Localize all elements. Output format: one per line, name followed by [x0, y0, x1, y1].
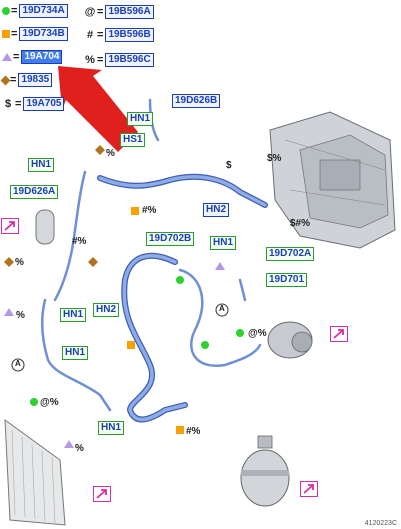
legend-equals: =: [11, 5, 18, 17]
annotation-symbol: $#%: [290, 218, 311, 229]
annotation-symbol: #%: [186, 426, 201, 437]
legend-equals: =: [11, 28, 18, 40]
legend-label[interactable]: 19835: [18, 73, 53, 87]
part-tag-hn1[interactable]: HN1: [60, 308, 87, 322]
circle-a-markers: [11, 303, 229, 372]
legend-label[interactable]: 19B596B: [105, 28, 154, 42]
figure-code: 4120223C: [364, 520, 397, 527]
hose-lines: [40, 98, 268, 423]
part-tag-19D701[interactable]: 19D701: [266, 273, 308, 287]
condenser: [4, 418, 66, 526]
legend-row-pct: % = 19B596C: [84, 53, 154, 67]
legend-equals: =: [97, 29, 104, 41]
part-tag-hs1[interactable]: HS1: [120, 133, 146, 147]
part-tag-hn1[interactable]: HN1: [62, 346, 89, 360]
legend-row-purple: = 19A704: [2, 50, 63, 64]
legend-label[interactable]: 19D734A: [19, 4, 68, 18]
circle-a-label: A: [15, 359, 21, 368]
legend-symbol: %: [85, 54, 95, 66]
part-tag-hn2[interactable]: HN2: [203, 203, 230, 217]
annotation-symbol: %: [75, 443, 84, 454]
part-tag-hn1[interactable]: HN1: [98, 421, 125, 435]
annotation-symbol: #%: [72, 236, 87, 247]
legend-label[interactable]: 19B596A: [105, 5, 154, 19]
purple-triangle-icon: [2, 53, 12, 61]
annotation-symbol: @%: [248, 328, 267, 339]
external-link-icon[interactable]: [93, 486, 111, 502]
annotation-symbol: $: [226, 160, 232, 171]
legend-row-dollar: $ = 19A705: [2, 97, 65, 111]
part-tag-19D626A[interactable]: 19D626A: [10, 185, 59, 199]
annotation-symbol: %: [16, 310, 25, 321]
legend-equals: =: [97, 6, 104, 18]
legend-symbol: @: [84, 6, 96, 18]
legend-row-at: @ = 19B596A: [84, 5, 154, 19]
legend-label[interactable]: 19D734B: [19, 27, 68, 41]
legend-equals: =: [13, 51, 20, 63]
legend-equals: =: [10, 74, 17, 86]
legend-equals: =: [15, 98, 22, 110]
legend-row-green: = 19D734A: [2, 4, 68, 18]
part-tag-hn2[interactable]: HN2: [93, 303, 120, 317]
annotation-symbol: %: [15, 257, 24, 268]
red-arrow-icon: [58, 66, 138, 152]
legend-symbol: #: [86, 29, 94, 41]
part-tag-19D702B[interactable]: 19D702B: [146, 232, 195, 246]
green-dot-icon: [2, 7, 10, 15]
hvac-module: [269, 111, 396, 249]
annotation-symbol: %: [106, 148, 115, 159]
legend-row-brown: = 19835: [0, 73, 53, 87]
part-tag-19D702A[interactable]: 19D702A: [266, 247, 315, 261]
part-markers: [4, 145, 244, 448]
legend-label[interactable]: 19A705: [23, 97, 65, 111]
brown-diamond-icon: [0, 75, 11, 85]
external-link-icon[interactable]: [330, 326, 348, 342]
legend-symbol: $: [4, 98, 12, 110]
legend-label[interactable]: 19B596C: [105, 53, 154, 67]
legend-equals: =: [97, 54, 104, 66]
compressor: [267, 321, 313, 359]
orange-square-icon: [2, 30, 10, 38]
receiver-drier: [35, 209, 55, 245]
annotation-symbol: @%: [40, 397, 59, 408]
part-tag-hn1[interactable]: HN1: [210, 236, 237, 250]
legend-row-hash: # = 19B596B: [84, 28, 154, 42]
refrigerant-bottle: [240, 435, 290, 507]
legend-label-selected[interactable]: 19A704: [21, 50, 63, 64]
legend-row-orange: = 19D734B: [2, 27, 68, 41]
part-tag-hn1[interactable]: HN1: [28, 158, 55, 172]
external-link-icon[interactable]: [1, 218, 19, 234]
part-tag-hn1[interactable]: HN1: [127, 112, 154, 126]
annotation-symbol: #%: [142, 205, 157, 216]
part-tag-19D626B[interactable]: 19D626B: [172, 94, 221, 108]
external-link-icon[interactable]: [300, 481, 318, 497]
circle-a-label: A: [219, 304, 225, 313]
annotation-symbol: $%: [267, 153, 282, 164]
